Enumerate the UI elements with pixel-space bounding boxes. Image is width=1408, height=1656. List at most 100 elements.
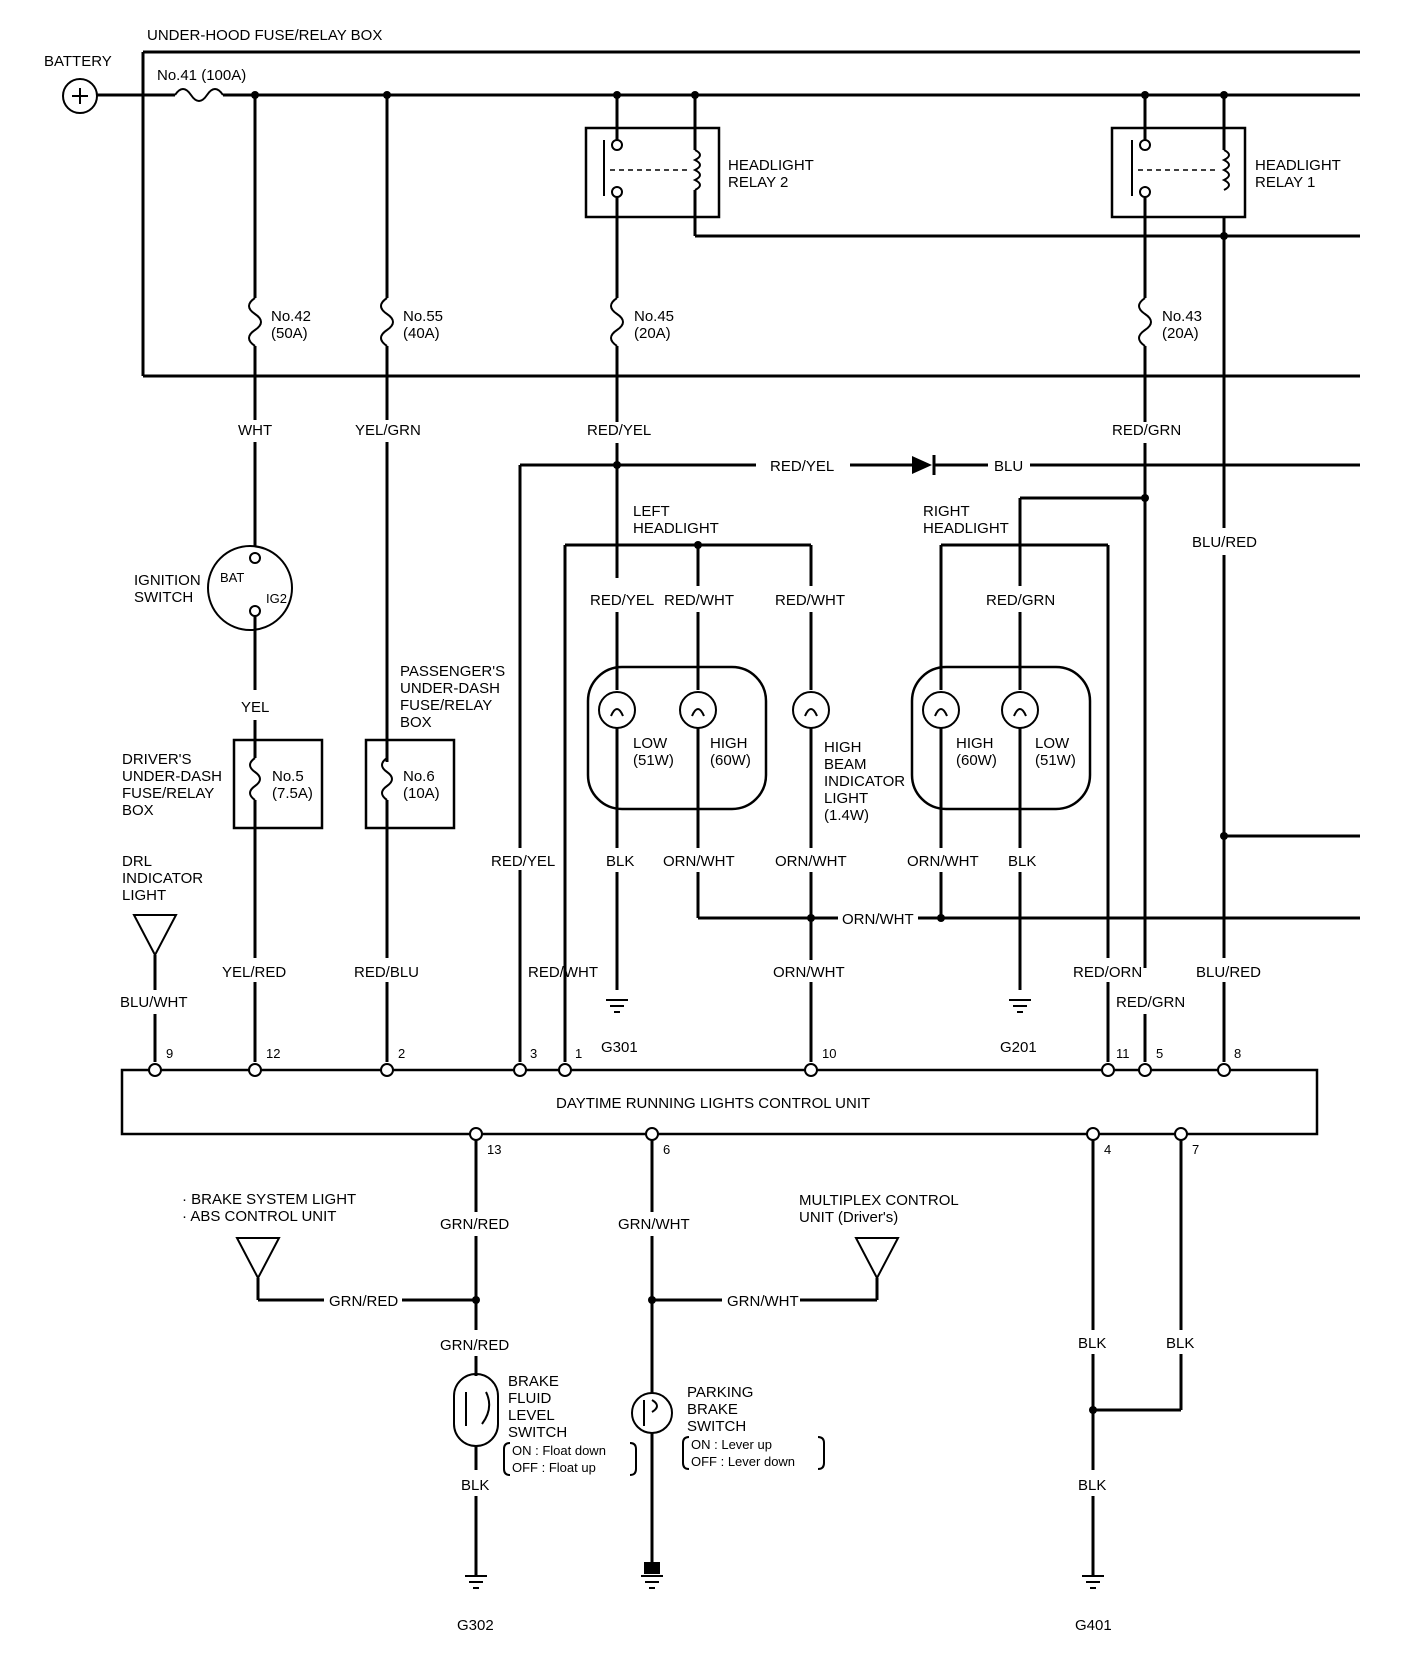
g301-label: G301	[601, 1039, 638, 1056]
wire-blu-wht: BLU/WHT	[120, 994, 188, 1011]
brake-fluid-1: BRAKE	[508, 1373, 559, 1390]
fuse-43-line2: (20A)	[1162, 325, 1199, 342]
fuse-45-line2: (20A)	[634, 325, 671, 342]
parking-1: PARKING	[687, 1384, 753, 1401]
parking-brake-switch: PARKING BRAKE SWITCH ON : Lever up OFF :…	[631, 1384, 825, 1470]
wire-blk-g302: BLK	[461, 1477, 489, 1494]
parking-off: OFF : Lever down	[691, 1454, 795, 1469]
wire-orn-wht-2: ORN/WHT	[775, 853, 847, 870]
relay-2-label-line2: RELAY 2	[728, 174, 788, 191]
g201-label: G201	[1000, 1039, 1037, 1056]
wire-blk-right: BLK	[1008, 853, 1036, 870]
relay-1-label-line2: RELAY 1	[1255, 174, 1315, 191]
wire-yel-grn: YEL/GRN	[355, 422, 421, 439]
parking-on: ON : Lever up	[691, 1437, 772, 1452]
wire-red-blu: RED/BLU	[354, 964, 419, 981]
right-headlight: RIGHT HEADLIGHT RED/GRN HIGH (60W) LOW (…	[910, 496, 1145, 958]
wire-orn-wht-1: ORN/WHT	[663, 853, 735, 870]
hb-indicator-4: LIGHT	[824, 790, 868, 807]
drivers-box-3: FUSE/RELAY	[122, 785, 214, 802]
fuse-43-line1: No.43	[1162, 308, 1202, 325]
pin-2: 2	[398, 1046, 405, 1061]
right-low-2: (51W)	[1035, 752, 1076, 769]
hb-indicator-5: (1.4W)	[824, 807, 869, 824]
left-headlight: LEFT HEADLIGHT RED/YEL RED/WHT RED/WHT L…	[563, 503, 845, 958]
relay-1-label-line1: HEADLIGHT	[1255, 157, 1341, 174]
pass-box-3: FUSE/RELAY	[400, 697, 492, 714]
wire-red-orn: RED/ORN	[1073, 964, 1142, 981]
ground-g401: G401	[1075, 1575, 1112, 1634]
right-high-1: HIGH	[956, 735, 994, 752]
wire-yel: YEL	[241, 699, 269, 716]
wire-orn-wht-horizontal: ORN/WHT	[842, 911, 914, 928]
left-high-2: (60W)	[710, 752, 751, 769]
drl-control-unit: DAYTIME RUNNING LIGHTS CONTROL UNIT	[120, 1068, 1319, 1136]
wire-blu-red-upper: BLU/RED	[1192, 534, 1257, 551]
fuse-5-1: No.5	[272, 768, 304, 785]
brake-system-connector: · BRAKE SYSTEM LIGHT · ABS CONTROL UNIT	[182, 1191, 356, 1302]
wire-orn-wht-3: ORN/WHT	[907, 853, 979, 870]
pass-box-1: PASSENGER'S	[400, 663, 505, 680]
wire-grn-red-3: GRN/RED	[440, 1337, 509, 1354]
wire-right-red-grn: RED/GRN	[986, 592, 1055, 609]
headlight-relay-2: HEADLIGHT RELAY 2	[584, 95, 814, 236]
ignition-label-2: SWITCH	[134, 589, 193, 606]
hb-indicator-1: HIGH	[824, 739, 862, 756]
pass-box-2: UNDER-DASH	[400, 680, 500, 697]
relay-2-label-line1: HEADLIGHT	[728, 157, 814, 174]
ground-g201: G201	[1000, 999, 1037, 1056]
fuse-41: No.41 (100A)	[157, 67, 246, 102]
wire-red-wht-lower: RED/WHT	[528, 964, 598, 981]
wire-red-grn-lower: RED/GRN	[1116, 994, 1185, 1011]
under-hood-fuse-relay-box: UNDER-HOOD FUSE/RELAY BOX	[141, 27, 1360, 378]
drivers-box-1: DRIVER'S	[122, 751, 192, 768]
right-high-2: (60W)	[956, 752, 997, 769]
control-unit-label: DAYTIME RUNNING LIGHTS CONTROL UNIT	[556, 1095, 870, 1112]
multiplex-control-unit-connector: MULTIPLEX CONTROL UNIT (Driver's)	[799, 1192, 959, 1300]
fuse-41-label: No.41 (100A)	[157, 67, 246, 84]
pin-10: 10	[822, 1046, 836, 1061]
ground-g302: G302	[457, 1575, 494, 1634]
fuse-42-line2: (50A)	[271, 325, 308, 342]
fuse-6-2: (10A)	[403, 785, 440, 802]
diode-symbol	[912, 455, 936, 475]
wire-grn-wht-2: GRN/WHT	[727, 1293, 799, 1310]
ground-g301: G301	[601, 999, 638, 1056]
brake-fluid-4: SWITCH	[508, 1424, 567, 1441]
wire-orn-wht-lower: ORN/WHT	[773, 964, 845, 981]
brake-fluid-level-switch: BRAKE FLUID LEVEL SWITCH ON : Float down…	[453, 1373, 637, 1476]
drl-label-3: LIGHT	[122, 887, 166, 904]
pin-9: 9	[166, 1046, 173, 1061]
control-unit-bottom-pins: 13 6 4 7	[469, 1127, 1199, 1157]
brake-fluid-2: FLUID	[508, 1390, 552, 1407]
hb-indicator-3: INDICATOR	[824, 773, 905, 790]
pin-13: 13	[487, 1142, 501, 1157]
wire-blk-pin4: BLK	[1078, 1335, 1106, 1352]
passengers-under-dash-box: No.6 (10A) PASSENGER'S UNDER-DASH FUSE/R…	[364, 663, 505, 830]
fuse-55-line1: No.55	[403, 308, 443, 325]
brake-sys-2: · ABS CONTROL UNIT	[182, 1208, 336, 1225]
wire-blk-g401: BLK	[1078, 1477, 1106, 1494]
fuse-5-2: (7.5A)	[272, 785, 313, 802]
fuse-55	[380, 297, 394, 347]
wire-red-yel-horizontal: RED/YEL	[770, 458, 834, 475]
right-headlight-label-1: RIGHT	[923, 503, 970, 520]
fuse-43	[1138, 297, 1152, 347]
wire-red-grn-top: RED/GRN	[1112, 422, 1181, 439]
drivers-box-2: UNDER-DASH	[122, 768, 222, 785]
wire-blk-left: BLK	[606, 853, 634, 870]
right-low-1: LOW	[1035, 735, 1070, 752]
fuse-42	[248, 297, 262, 347]
pin-6: 6	[663, 1142, 670, 1157]
brake-fluid-off: OFF : Float up	[512, 1460, 596, 1475]
battery-symbol: BATTERY	[44, 53, 112, 114]
wire-left-red-yel: RED/YEL	[590, 592, 654, 609]
multiplex-2: UNIT (Driver's)	[799, 1209, 898, 1226]
brake-fluid-on: ON : Float down	[512, 1443, 606, 1458]
multiplex-1: MULTIPLEX CONTROL	[799, 1192, 959, 1209]
g302-label: G302	[457, 1617, 494, 1634]
pin-11: 11	[1116, 1046, 1130, 1061]
wire-blu: BLU	[994, 458, 1023, 475]
drl-label-2: INDICATOR	[122, 870, 203, 887]
